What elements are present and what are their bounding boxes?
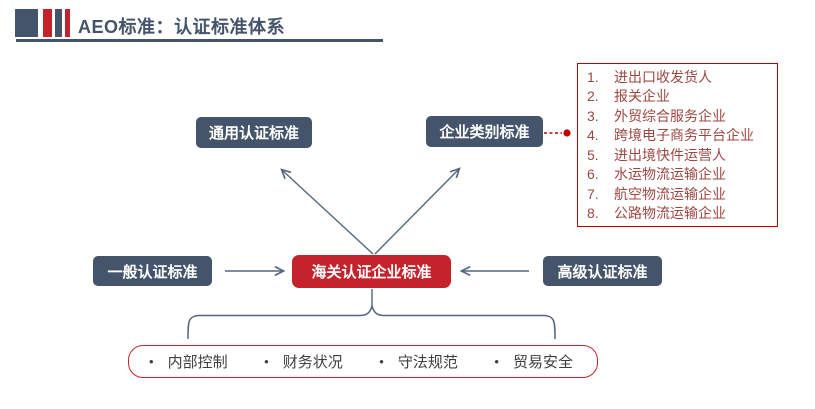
node-general-certification-standard: 通用认证标准 (196, 117, 312, 148)
list-item-label: 跨境电子商务平台企业 (614, 127, 754, 144)
list-item-number: 5. (587, 146, 599, 163)
list-item: 2. 报关企业 (587, 89, 777, 103)
list-item: 3. 外贸综合服务企业 (587, 109, 777, 123)
list-item-label: 水运物流运输企业 (614, 166, 726, 183)
list-item-number: 2. (587, 88, 599, 105)
list-item-label: 进出口收发货人 (614, 68, 712, 85)
criteria-label: 财务状况 (282, 354, 343, 371)
list-item-number: 4. (587, 127, 599, 144)
list-item: 5. 进出境快件运营人 (587, 148, 777, 162)
logo-bar-icon (43, 9, 52, 37)
list-item-number: 8. (587, 205, 599, 222)
list-item: 1. 进出口收发货人 (587, 70, 777, 84)
list-item: 4. 跨境电子商务平台企业 (587, 128, 777, 142)
criteria-item: • 贸易安全 (494, 351, 573, 372)
list-item-label: 公路物流运输企业 (614, 205, 726, 222)
bullet-icon: • (149, 354, 154, 369)
bullet-icon: • (379, 354, 384, 369)
page-title: AEO标准：认证标准体系 (78, 17, 286, 37)
list-item: 8. 公路物流运输企业 (587, 206, 777, 220)
criteria-label: 守法规范 (397, 354, 458, 371)
criteria-item: • 内部控制 (149, 351, 228, 372)
logo-bar-icon (65, 9, 70, 37)
node-enterprise-category-standard: 企业类别标准 (426, 116, 543, 147)
list-item-number: 6. (587, 166, 599, 183)
list-item-label: 航空物流运输企业 (614, 185, 726, 202)
criteria-item: • 守法规范 (379, 351, 458, 372)
node-ordinary-certification-standard: 一般认证标准 (93, 256, 212, 286)
list-item-label: 外贸综合服务企业 (614, 107, 726, 124)
list-item-number: 3. (587, 107, 599, 124)
list-item-number: 1. (587, 68, 599, 85)
list-item-label: 报关企业 (614, 88, 670, 105)
list-item-label: 进出境快件运营人 (614, 146, 726, 163)
arrow-center-to-topleft (280, 168, 374, 255)
criteria-label: 内部控制 (167, 354, 228, 371)
criteria-item: • 财务状况 (264, 351, 343, 372)
list-item: 6. 水运物流运输企业 (587, 167, 777, 181)
brace (187, 303, 556, 340)
node-advanced-certification-standard: 高级认证标准 (543, 256, 662, 286)
list-item-number: 7. (587, 185, 599, 202)
criteria-box: • 内部控制 • 财务状况 • 守法规范 • 贸易安全 (128, 345, 598, 378)
list-item: 7. 航空物流运输企业 (587, 187, 777, 201)
node-customs-certified-enterprise-standard: 海关认证企业标准 (292, 255, 451, 288)
enterprise-category-list: 1. 进出口收发货人 2. 报关企业 3. 外贸综合服务企业 4. 跨境电子商务平台企业… (577, 63, 778, 227)
dashed-link-dot (563, 129, 571, 137)
criteria-label: 贸易安全 (512, 354, 573, 371)
logo-bar-icon (15, 9, 38, 37)
bullet-icon: • (494, 354, 499, 369)
logo-bar-icon (55, 9, 62, 37)
arrow-center-to-topright (374, 167, 461, 255)
bullet-icon: • (264, 354, 269, 369)
title-underline (16, 39, 383, 42)
